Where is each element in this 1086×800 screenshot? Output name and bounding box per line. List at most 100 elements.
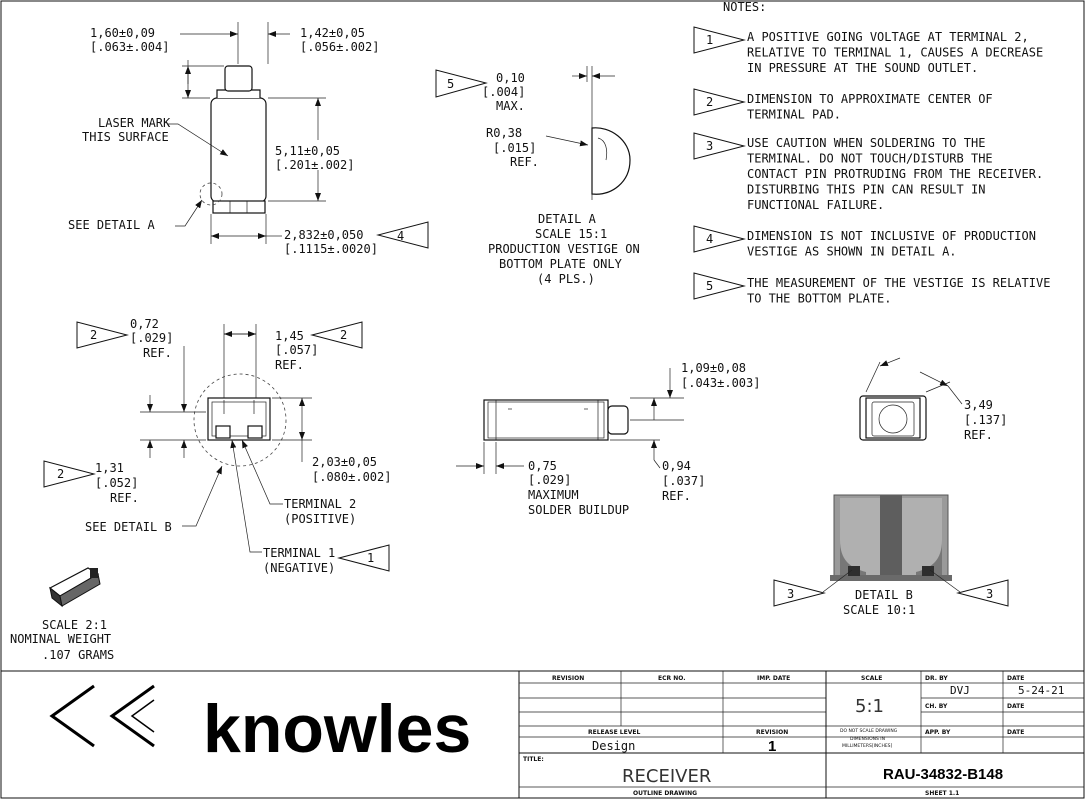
svg-text:2: 2 xyxy=(340,328,347,342)
terminal-view: 2 0,72 [.029] REF. 1,45 [.057] REF. 2 2 … xyxy=(43,317,391,575)
dim-units-note-2: MILLIMETERS[INCHES] xyxy=(842,743,893,749)
svg-text:5: 5 xyxy=(447,77,454,91)
part-number: RAU-34832-B148 xyxy=(883,766,1003,783)
note-text-line: IN PRESSURE AT THE SOUND OUTLET. xyxy=(747,61,978,75)
dim-0-75-mm: 0,75 xyxy=(528,459,557,473)
hdr-revision: REVISION xyxy=(552,675,584,682)
dim-1-45-mm: 1,45 xyxy=(275,329,304,343)
detail-b: 3 3 DETAIL B SCALE 10:1 xyxy=(773,494,1009,617)
svg-text:2: 2 xyxy=(90,328,97,342)
hdr-scale: SCALE xyxy=(861,675,882,682)
dim-2-03-mm: 2,03±0,05 xyxy=(312,455,377,469)
r-0-38-ref: REF. xyxy=(510,155,539,169)
hdr-date-2: DATE xyxy=(1007,703,1024,710)
dim-1-45-ref: REF. xyxy=(275,358,304,372)
dim-1-31-mm: 1,31 xyxy=(95,461,124,475)
title-block: knowles REVISION ECR NO. IMP. DATE SCALE… xyxy=(1,670,1084,798)
flag-note-3-left: 3 xyxy=(773,579,826,607)
hdr-imp-date: IMP. DATE xyxy=(757,675,790,682)
side-view: 1,60±0,09 [.063±.004] 1,42±0,05 [.056±.0… xyxy=(68,22,429,256)
note-text-line: USE CAUTION WHEN SOLDERING TO THE xyxy=(747,136,985,150)
dim-units-note: DIMENSIONS IN xyxy=(850,736,885,742)
note-1: 1 A POSITIVE GOING VOLTAGE AT TERMINAL 2,… xyxy=(693,26,1043,75)
note-text-line: RELATIVE TO TERMINAL 1, CAUSES A DECREAS… xyxy=(747,46,1043,60)
dim-5-11-in: [.201±.002] xyxy=(275,158,354,172)
date-1: 5-24-21 xyxy=(1018,684,1064,697)
detail-a-note-1: PRODUCTION VESTIGE ON xyxy=(488,242,640,256)
dim-0-72-ref: REF. xyxy=(143,346,172,360)
hdr-app-by: APP. BY xyxy=(925,729,951,736)
note-text-line: FUNCTIONAL FAILURE. xyxy=(747,198,884,212)
see-detail-a-label: SEE DETAIL A xyxy=(68,218,155,232)
r-0-38-mm: R0,38 xyxy=(486,126,522,140)
dim-1-09-in: [.043±.003] xyxy=(681,376,760,390)
hdr-revision-2: REVISION xyxy=(756,729,788,736)
flag-note-2-right: 2 xyxy=(310,321,363,349)
note-flag-number: 4 xyxy=(706,232,713,246)
notes-heading: NOTES: xyxy=(723,0,766,14)
release-level: Design xyxy=(592,739,635,753)
revision-value: 1 xyxy=(768,738,776,755)
dim-0-94-mm: 0,94 xyxy=(662,459,691,473)
note-flag-1 xyxy=(693,26,746,54)
note-flag-number: 5 xyxy=(706,279,713,293)
terminal-2-polarity: (POSITIVE) xyxy=(284,512,356,526)
detail-b-title: DETAIL B xyxy=(855,588,913,602)
terminal-1-polarity: (NEGATIVE) xyxy=(263,561,335,575)
dim-1-45-in: [.057] xyxy=(275,343,318,357)
dim-1-09-mm: 1,09±0,08 xyxy=(681,361,746,375)
dim-0-72-in: [.029] xyxy=(130,331,173,345)
flag-note-3-right: 3 xyxy=(956,579,1009,607)
sound-outlet-nozzle xyxy=(224,65,253,92)
hdr-date-1: DATE xyxy=(1007,675,1024,682)
dim-0-75-note-2: SOLDER BUILDUP xyxy=(528,503,629,517)
dim-1-60-in: [.063±.004] xyxy=(90,40,169,54)
hdr-ch-by: CH. BY xyxy=(925,703,948,710)
note-4: 4 DIMENSION IS NOT INCLUSIVE OF PRODUCTIO… xyxy=(693,225,1036,259)
horizontal-side-view: 1,09±0,08 [.043±.003] 0,75 [.029] MAXIMU… xyxy=(456,361,760,517)
flag-note-2-bottom: 2 xyxy=(43,460,96,488)
terminal-1-label: TERMINAL 1 xyxy=(263,546,335,560)
dim-1-31-in: [.052] xyxy=(95,476,138,490)
note-flag-2 xyxy=(693,88,746,116)
weight-value: .107 GRAMS xyxy=(42,648,114,662)
note-text-line: TERMINAL. DO NOT TOUCH/DISTURB THE xyxy=(747,152,993,166)
dim-1-60-mm: 1,60±0,09 xyxy=(90,26,155,40)
note-text-line: DIMENSION IS NOT INCLUSIVE OF PRODUCTION xyxy=(747,229,1036,243)
dim-1-42-mm: 1,42±0,05 xyxy=(300,26,365,40)
detail-a: 5 0,10 [.004] MAX. R0,38 [.015] REF. DET… xyxy=(435,66,640,286)
detail-a-title: DETAIL A xyxy=(538,212,597,226)
no-scale-note: DO NOT SCALE DRAWING xyxy=(840,728,898,734)
nominal-weight-label: NOMINAL WEIGHT xyxy=(10,632,111,646)
dim-3-49-ref: REF. xyxy=(964,428,993,442)
r-0-38-in: [.015] xyxy=(493,141,536,155)
receiver-side-body-2 xyxy=(483,399,609,441)
svg-text:1: 1 xyxy=(367,551,374,565)
terminal-2-label: TERMINAL 2 xyxy=(284,497,356,511)
hdr-release-level: RELEASE LEVEL xyxy=(588,729,640,736)
note-flag-3 xyxy=(693,132,746,160)
dim-0-94-ref: REF. xyxy=(662,489,691,503)
note-flag-number: 1 xyxy=(706,33,713,47)
dim-3-49-mm: 3,49 xyxy=(964,398,993,412)
detail-a-note-2: BOTTOM PLATE ONLY xyxy=(499,257,623,271)
laser-mark-label: LASER MARK xyxy=(98,116,171,130)
dim-0-75-in: [.029] xyxy=(528,473,571,487)
end-view: 3,49 [.137] REF. xyxy=(859,357,1007,442)
dim-0-72-mm: 0,72 xyxy=(130,317,159,331)
detail-b-scale: SCALE 10:1 xyxy=(843,603,915,617)
hdr-dr-by: DR. BY xyxy=(925,675,948,682)
note-text-line: A POSITIVE GOING VOLTAGE AT TERMINAL 2, xyxy=(747,30,1029,44)
dim-2-832-in: [.1115±.0020] xyxy=(284,242,378,256)
flag-note-4: 4 xyxy=(376,221,429,249)
scale-value: 5:1 xyxy=(855,696,884,717)
note-text-line: CONTACT PIN PROTRUDING FROM THE RECEIVER… xyxy=(747,167,1043,181)
dim-0-10-in: [.004] xyxy=(482,85,525,99)
drawing-subtitle: OUTLINE DRAWING xyxy=(633,790,697,797)
detail-a-scale: SCALE 15:1 xyxy=(535,227,607,241)
drawing-title: RECEIVER xyxy=(622,766,711,787)
svg-text:4: 4 xyxy=(397,229,404,243)
hdr-date-3: DATE xyxy=(1007,729,1024,736)
